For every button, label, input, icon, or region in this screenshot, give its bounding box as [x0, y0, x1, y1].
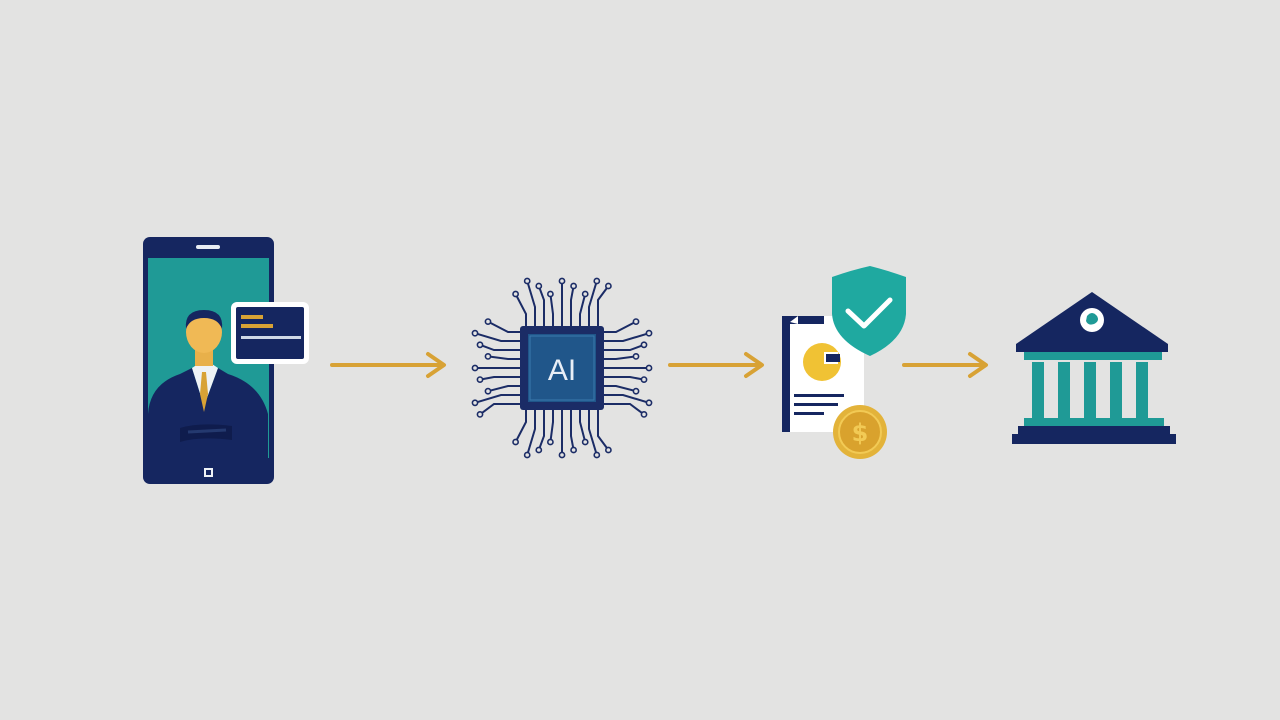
coin-currency-symbol: $: [852, 419, 869, 447]
smartphone-user-icon: [140, 236, 312, 486]
ai-chip-icon: AI: [471, 277, 654, 459]
coin-icon: $: [833, 405, 887, 459]
arrow-right-icon: [668, 350, 768, 380]
arrow-right-icon: [330, 350, 452, 380]
shield-check-icon: [832, 266, 906, 356]
chip-label: AI: [548, 354, 576, 387]
chat-card-icon: [231, 302, 309, 364]
bank-icon: [1008, 290, 1178, 450]
approved-document-icon: $: [776, 264, 912, 464]
person-icon: [148, 310, 268, 458]
arrow-right-icon: [902, 350, 992, 380]
